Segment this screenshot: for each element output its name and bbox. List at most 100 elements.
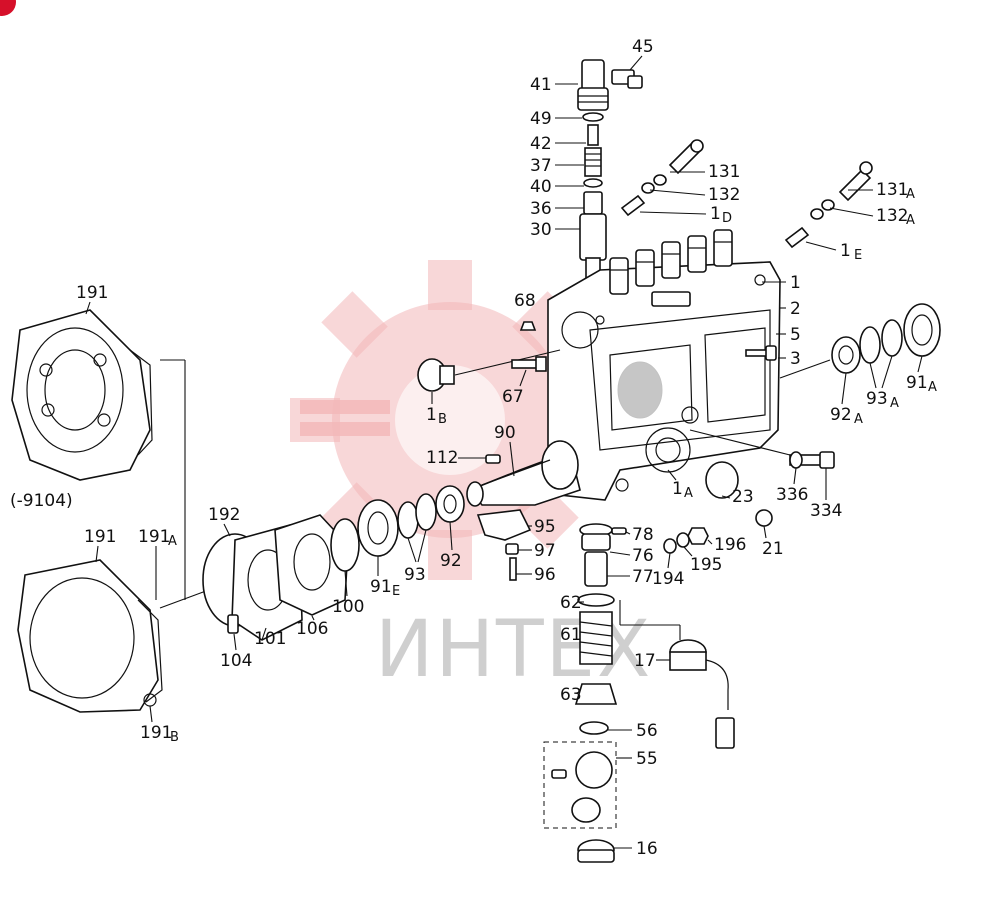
bracket-95	[476, 509, 532, 541]
label-36: 36	[530, 199, 552, 219]
label-101: 101	[254, 629, 286, 649]
label-1D-sub: D	[722, 211, 732, 226]
label-21: 21	[762, 539, 784, 559]
label-78: 78	[632, 525, 654, 545]
label-40: 40	[530, 177, 552, 197]
fuel-banjo-131A	[784, 161, 873, 249]
label-5: 5	[790, 325, 801, 345]
label-336: 336	[776, 485, 808, 505]
label-132A-sub: A	[906, 213, 915, 228]
label-92: 92	[440, 551, 462, 571]
gasket-106	[274, 514, 349, 616]
label-55: 55	[636, 749, 658, 769]
bolt-334	[789, 451, 835, 469]
screw-67	[511, 356, 547, 372]
label-132: 132	[708, 185, 740, 205]
label-191-variant: 191	[84, 527, 116, 547]
label-1E-sub: E	[854, 248, 862, 263]
label-191A: 191	[138, 527, 170, 547]
label-195: 195	[690, 555, 722, 575]
bearing-100	[330, 518, 360, 572]
label-42: 42	[530, 134, 552, 154]
label-93A: 93	[866, 389, 888, 409]
label-91E: 91	[370, 577, 392, 597]
label-56: 56	[636, 721, 658, 741]
bearing-91E	[357, 499, 399, 557]
label-3: 3	[790, 349, 801, 369]
plug-1B	[417, 349, 561, 392]
label-191A-sub: A	[168, 534, 177, 549]
label-92A-sub: A	[854, 412, 863, 427]
label-1E: 1	[840, 241, 851, 261]
label-132A: 132	[876, 206, 908, 226]
label-106: 106	[296, 619, 328, 639]
label-variant: (-9104)	[10, 491, 73, 511]
label-63: 63	[560, 685, 582, 705]
label-112: 112	[426, 448, 458, 468]
label-49: 49	[530, 109, 552, 129]
spring-97	[505, 543, 519, 555]
label-67: 67	[502, 387, 524, 407]
label-1B: 1	[426, 405, 437, 425]
key-112	[485, 454, 501, 464]
governor-housing-191-variant	[17, 559, 163, 713]
label-1B-sub: B	[438, 412, 447, 427]
label-90: 90	[494, 423, 516, 443]
label-131A: 131	[876, 180, 908, 200]
washers-93A	[859, 319, 903, 364]
label-16: 16	[636, 839, 658, 859]
bolt-104	[227, 614, 239, 634]
label-93A-sub: A	[890, 396, 899, 411]
label-37: 37	[530, 156, 552, 176]
label-1A-sub: A	[684, 486, 693, 501]
label-2: 2	[790, 299, 801, 319]
label-45: 45	[632, 37, 654, 57]
label-92A: 92	[830, 405, 852, 425]
label-91A-sub: A	[928, 380, 937, 395]
label-194: 194	[652, 569, 684, 589]
label-100: 100	[332, 597, 364, 617]
bolt-3	[745, 345, 777, 361]
label-192: 192	[208, 505, 240, 525]
label-1: 1	[790, 273, 801, 293]
label-1D: 1	[710, 204, 721, 224]
nut-196	[687, 527, 709, 545]
pump-elements-row	[609, 229, 733, 295]
label-91A: 91	[906, 373, 928, 393]
delivery-valve-stack	[577, 59, 609, 287]
label-17: 17	[634, 651, 656, 671]
seal-92	[435, 485, 465, 523]
nut-21	[755, 509, 773, 527]
label-97: 97	[534, 541, 556, 561]
label-131: 131	[708, 162, 740, 182]
solenoid-17	[669, 639, 735, 749]
label-76: 76	[632, 546, 654, 566]
label-62: 62	[560, 593, 582, 613]
corner-marker	[0, 0, 16, 16]
watermark: ИНТЕХ	[290, 260, 650, 695]
label-95: 95	[534, 517, 556, 537]
label-191B-sub: B	[170, 730, 179, 745]
fuel-banjo-131	[620, 139, 704, 217]
label-77: 77	[632, 567, 654, 587]
part-68	[519, 321, 537, 331]
label-61: 61	[560, 625, 582, 645]
watermark-gear-logo	[290, 260, 610, 580]
label-91E-sub: E	[392, 584, 400, 599]
label-196: 196	[714, 535, 746, 555]
pin-78	[611, 527, 627, 535]
label-131A-sub: A	[906, 187, 915, 202]
label-68: 68	[514, 291, 536, 311]
washer-194	[663, 538, 677, 554]
camshaft-90	[466, 440, 581, 507]
label-96: 96	[534, 565, 556, 585]
label-41: 41	[530, 75, 552, 95]
bearing-91A	[903, 303, 941, 357]
label-30: 30	[530, 220, 552, 240]
plunger-column	[543, 523, 618, 863]
pump-housing	[547, 261, 781, 501]
screw-96	[509, 557, 517, 581]
seal-92A	[831, 336, 861, 374]
washer-195	[676, 532, 690, 548]
